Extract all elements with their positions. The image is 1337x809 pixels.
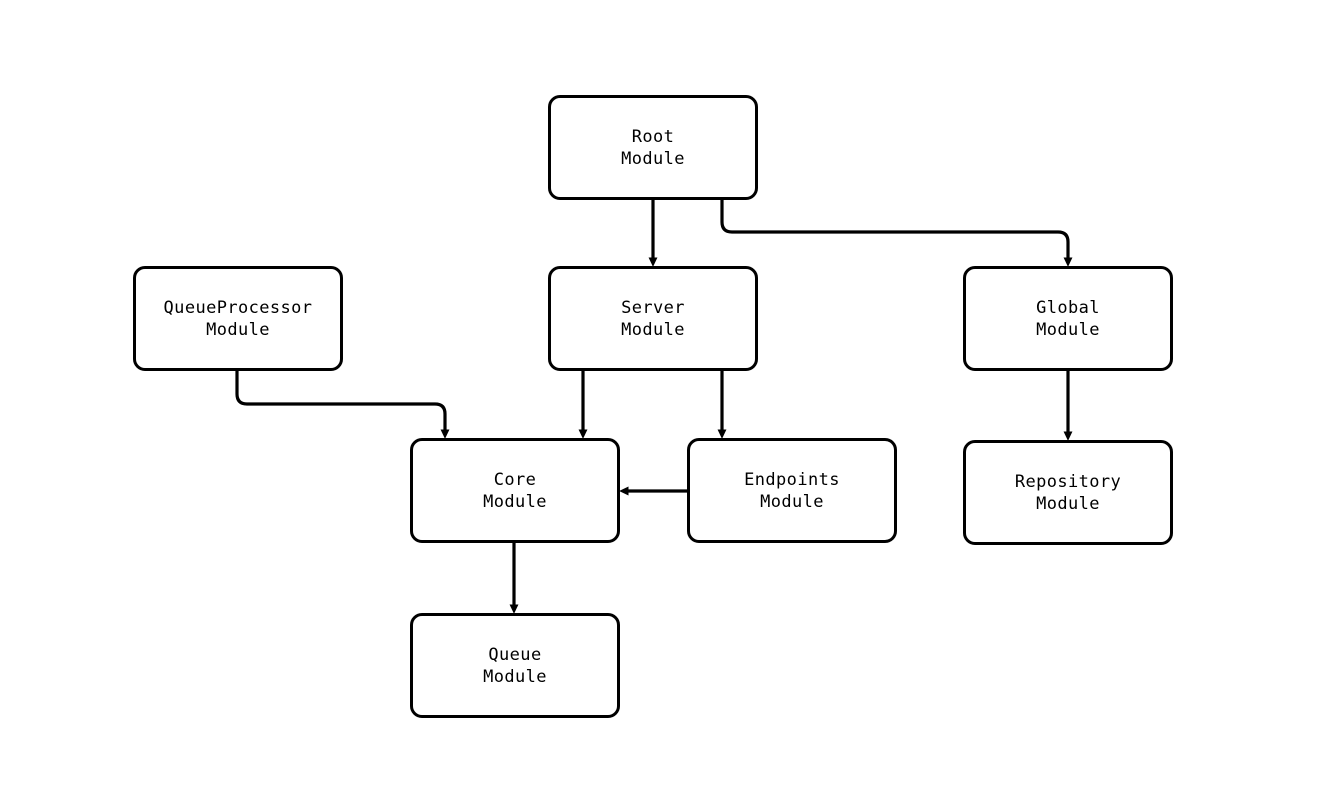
node-global-module-label: Global Module: [1036, 297, 1100, 340]
edge-root-to-global: [720, 200, 1073, 267]
node-root-module-label: Root Module: [621, 126, 685, 169]
node-server-module-label: Server Module: [621, 297, 685, 340]
node-queueprocessor-module-label: QueueProcessor Module: [163, 297, 313, 340]
node-global-module[interactable]: Global Module: [963, 266, 1173, 371]
node-core-module-label: Core Module: [483, 469, 547, 512]
node-queueprocessor-module[interactable]: QueueProcessor Module: [133, 266, 343, 371]
node-repository-module-label: Repository Module: [1014, 471, 1122, 514]
node-root-module[interactable]: Root Module: [548, 95, 758, 200]
edge-paths: [235, 200, 1073, 614]
node-queue-module-label: Queue Module: [483, 644, 547, 687]
node-queue-module[interactable]: Queue Module: [410, 613, 620, 718]
node-endpoints-module-label: Endpoints Module: [744, 469, 840, 512]
node-core-module[interactable]: Core Module: [410, 438, 620, 543]
edge-queueprocessor-to-core: [235, 371, 450, 439]
node-repository-module[interactable]: Repository Module: [963, 440, 1173, 545]
node-endpoints-module[interactable]: Endpoints Module: [687, 438, 897, 543]
node-server-module[interactable]: Server Module: [548, 266, 758, 371]
